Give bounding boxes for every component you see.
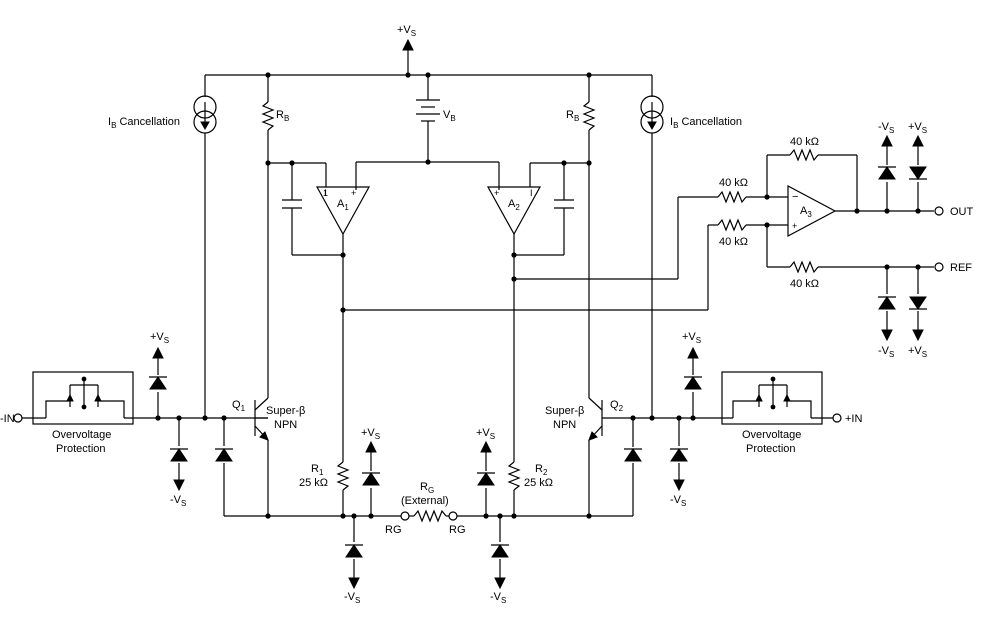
r2-label: R2	[535, 463, 548, 477]
q1-super-beta: Super-β	[266, 405, 305, 417]
a3-pin-plus: +	[792, 221, 797, 231]
left-overvoltage-label-1: Overvoltage	[52, 429, 111, 441]
resistor-r2	[507, 279, 521, 516]
out-vs-plus: +VS	[908, 121, 927, 135]
right-bottom-vs-minus: -VS	[490, 591, 506, 605]
opamp-a1: 1	[268, 160, 371, 313]
rg-pin-right: RG	[449, 524, 466, 536]
ib-cancellation-right-label: IB Cancellation	[670, 116, 742, 130]
ref-vs-minus: -VS	[878, 345, 894, 359]
out-clamp	[877, 134, 944, 216]
ref-vs-plus: +VS	[908, 345, 927, 359]
bottom-left-wiring	[224, 440, 410, 590]
a1-pin-minus: I	[324, 188, 327, 198]
a2-label: A2	[508, 198, 520, 212]
opamp-a3	[717, 148, 934, 274]
a3-pin-minus: −	[792, 191, 798, 203]
rg-pin-left: RG	[385, 524, 402, 536]
right-overvoltage-label-1: Overvoltage	[742, 429, 801, 441]
transistor-q1	[254, 163, 269, 516]
out-vs-minus: -VS	[878, 121, 894, 135]
rg-label: RG	[420, 481, 434, 495]
left-bottom-vs-plus: +VS	[361, 427, 380, 441]
resistor-r1	[336, 310, 350, 516]
ib-cancellation-right-source	[640, 75, 664, 418]
left-vs-minus: -VS	[170, 494, 186, 508]
transistor-q2	[588, 163, 652, 516]
a1-pin-plus: +	[351, 188, 356, 198]
resistor-rb-right	[582, 75, 596, 166]
vb-label: VB	[443, 109, 456, 123]
top-vs-label: +VS	[397, 24, 416, 38]
rb-left-label: RB	[276, 109, 289, 123]
left-input-section	[13, 346, 268, 516]
resistor-rg	[409, 509, 458, 523]
r1-label: R1	[311, 463, 324, 477]
q1-label: Q1	[232, 399, 246, 413]
ib-cancellation-left-label: IB Cancellation	[108, 116, 180, 130]
left-overvoltage-label-2: Protection	[56, 443, 106, 455]
r1-value: 25 kΩ	[299, 477, 328, 489]
right-in-label: +IN	[845, 413, 862, 425]
q2-npn: NPN	[553, 419, 576, 431]
right-overvoltage-label-2: Protection	[746, 443, 796, 455]
resistor-rb-left	[261, 75, 275, 166]
a3-label: A3	[800, 205, 812, 219]
a1-label: A1	[337, 198, 349, 212]
right-bottom-vs-plus: +VS	[476, 427, 495, 441]
battery-vb	[355, 75, 500, 190]
ref-label: REF	[950, 262, 972, 274]
ib-cancellation-left-source	[193, 75, 217, 418]
a2-pin-minus: I	[530, 188, 533, 198]
left-bottom-vs-minus: -VS	[344, 591, 360, 605]
right-input-section	[623, 346, 842, 516]
a1-minus: 1	[323, 188, 328, 198]
bottom-right-wiring	[457, 440, 633, 590]
r40k-ref-label: 40 kΩ	[790, 278, 819, 290]
left-in-label: -IN	[0, 413, 15, 425]
a-outputs-wires	[343, 196, 718, 311]
left-vs-plus: +VS	[150, 331, 169, 345]
a2-pin-plus: +	[494, 188, 499, 198]
r40k-in2-label: 40 kΩ	[719, 236, 748, 248]
r2-value: 25 kΩ	[524, 477, 553, 489]
rb-right-label: RB	[566, 109, 579, 123]
right-vs-plus: +VS	[682, 331, 701, 345]
right-vs-minus: -VS	[670, 494, 686, 508]
ref-clamp	[877, 262, 944, 342]
top-supply-rail	[205, 38, 652, 78]
q2-super-beta: Super-β	[545, 405, 584, 417]
rg-external: (External)	[401, 495, 449, 507]
out-label: OUT	[950, 206, 974, 218]
r40k-in1-label: 40 kΩ	[719, 177, 748, 189]
q1-npn: NPN	[274, 419, 297, 431]
r40k-top-label: 40 kΩ	[790, 136, 819, 148]
opamp-a2	[486, 160, 589, 282]
q2-label: Q2	[610, 399, 624, 413]
